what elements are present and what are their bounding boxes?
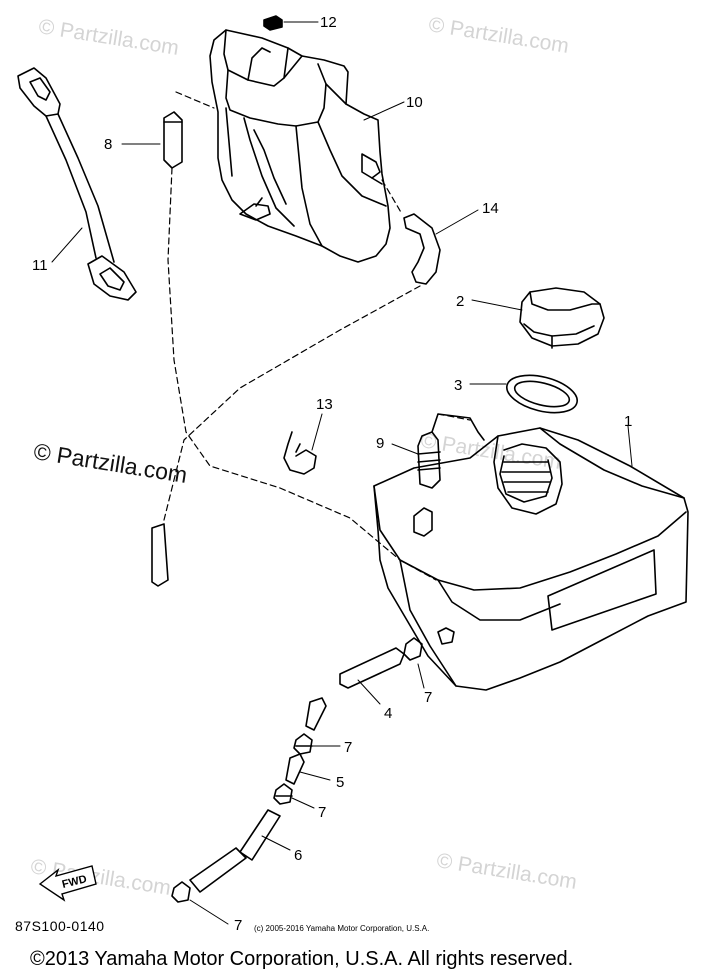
callout-7c: 7 (318, 804, 326, 821)
part-9-breather-fitting (417, 413, 485, 489)
part-4-hose (305, 647, 405, 731)
callout-7a: 7 (424, 689, 432, 706)
routing-lines (163, 91, 471, 581)
part-11-strap (17, 67, 137, 301)
part-10-oil-tank (209, 29, 391, 263)
callout-14: 14 (482, 200, 499, 217)
callout-2: 2 (456, 293, 464, 310)
callout-11: 11 (32, 257, 48, 274)
part-7-clamp-d (171, 881, 191, 903)
callout-6: 6 (294, 847, 302, 864)
part-6-hose (189, 809, 281, 893)
leader-lines (51, 21, 633, 925)
callout-12: 12 (320, 14, 337, 31)
part-5-joint (285, 753, 305, 785)
vent-hose-segment (151, 523, 169, 587)
part-7-clamp-b (293, 733, 313, 755)
part-7-clamp-c (273, 783, 293, 805)
part-1-fuel-tank (373, 427, 689, 691)
callout-1: 1 (624, 413, 632, 430)
part-14-elbow-hose (403, 213, 441, 285)
part-12-cap (263, 15, 283, 31)
forward-arrow-icon: FWD (38, 865, 97, 902)
part-13-clip (283, 431, 317, 475)
callout-7b: 7 (344, 739, 352, 756)
callout-3: 3 (454, 377, 462, 394)
callout-5: 5 (336, 774, 344, 791)
small-copyright: (c) 2005-2016 Yamaha Motor Corporation, … (254, 924, 430, 933)
part-3-gasket (506, 374, 578, 414)
fwd-label: FWD (61, 873, 88, 891)
callout-13: 13 (316, 396, 333, 413)
part-8-hose (163, 111, 183, 169)
callout-7d: 7 (234, 917, 242, 934)
footer-copyright: ©2013 Yamaha Motor Corporation, U.S.A. A… (30, 948, 574, 970)
part-2-tank-cap (519, 287, 605, 349)
callout-10: 10 (406, 94, 423, 111)
callout-numbers: 12 10 8 11 14 2 3 13 9 1 7 4 7 5 7 6 7 (32, 14, 632, 934)
part-7-clamp-a (403, 637, 423, 661)
diagram-code: 87S100-0140 (15, 918, 105, 934)
callout-8: 8 (104, 136, 112, 153)
callout-9: 9 (376, 435, 384, 452)
callout-4: 4 (384, 705, 392, 722)
